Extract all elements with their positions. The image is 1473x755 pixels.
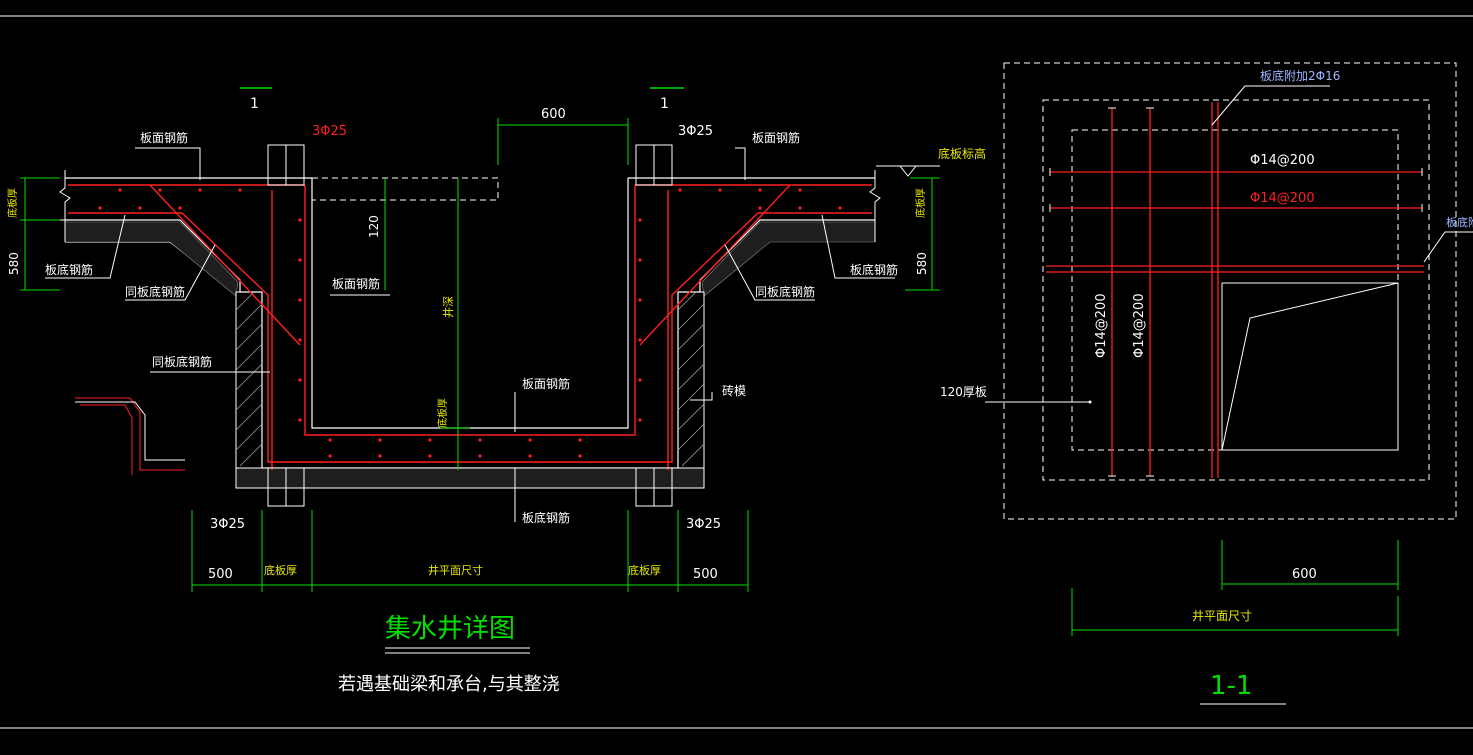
break-line-left (59, 170, 71, 242)
rebar-label-bottom-left: 3Φ25 (210, 517, 245, 532)
dimension-lines (20, 118, 940, 592)
opening-dashed (312, 177, 499, 201)
label-face-rebar-bottom: 板面钢筋 (522, 376, 570, 391)
label-face-rebar-left: 板面钢筋 (140, 130, 188, 145)
label-same-rebar-wall: 同板底钢筋 (152, 354, 212, 369)
elevation-mark (898, 165, 918, 177)
rebar-label-top-left: 3Φ25 (312, 124, 347, 139)
small-rebar-sketch (75, 397, 185, 475)
label-add-rebar: 板底附加2Φ16 (1260, 68, 1340, 83)
dim-500-left: 500 (208, 567, 233, 582)
dim-580-right: 580 (915, 252, 929, 275)
plan-dim-well-size: 井平面尺寸 (1192, 609, 1252, 623)
pit-inner-outline (311, 178, 629, 429)
label-bottom-thk-inner: 底板厚 (436, 398, 449, 428)
rebar-lines (68, 184, 872, 470)
label-same-rebar-right: 同板底钢筋 (755, 284, 815, 299)
label-bottom-rebar-bottom: 板底钢筋 (522, 510, 570, 525)
plan-rebar-v2: Φ14@200 (1132, 293, 1147, 358)
label-face-rebar-right: 板面钢筋 (752, 130, 800, 145)
leaders (20, 147, 940, 522)
label-add-rebar-side: 板底附 (1446, 215, 1473, 229)
brick-form-right (677, 291, 705, 469)
brick-form-left (235, 291, 263, 469)
dim-top-600: 600 (541, 107, 566, 122)
label-bottom-elevation: 底板标高 (938, 146, 986, 161)
plan-title: 1-1 (1210, 671, 1252, 701)
detail-note: 若遇基础梁和承台,与其整浇 (338, 674, 560, 695)
plan-inner-dashed (1071, 129, 1399, 451)
break-line-right (869, 170, 881, 242)
dim-well-plan-size: 井平面尺寸 (428, 563, 483, 577)
plan-section-1-1: 板底附加2Φ16 板底附 Φ14@200 Φ14@200 Φ14@200 Φ14… (940, 62, 1473, 705)
plan-slab-point (1088, 400, 1092, 404)
rebar-label-bottom-right: 3Φ25 (686, 517, 721, 532)
dim-500-right: 500 (693, 567, 718, 582)
label-brick-form: 砖模 (722, 383, 746, 398)
label-bottom-thk-right: 底板厚 (914, 188, 927, 218)
plan-mid-dashed (1042, 99, 1430, 481)
plan-dim-600: 600 (1292, 567, 1317, 582)
plan-rebar-h2: Φ14@200 (1250, 191, 1315, 206)
sump-pit-section-detail: 1 1 (6, 87, 986, 695)
plan-opening-break (1221, 282, 1399, 451)
label-same-rebar-left: 同板底钢筋 (125, 284, 185, 299)
label-face-rebar-mid: 板面钢筋 (332, 276, 380, 291)
plan-opening (1221, 282, 1399, 451)
plan-rebar-v1: Φ14@200 (1094, 293, 1109, 358)
plan-outer-dashed (1003, 62, 1457, 520)
bar-stubs (267, 144, 673, 507)
rebar-label-top-right: 3Φ25 (678, 124, 713, 139)
label-bottom-thk-left: 底板厚 (6, 188, 19, 218)
dim-580-left: 580 (7, 252, 21, 275)
label-well-depth: 井深 (441, 296, 455, 318)
plan-rebars (1046, 102, 1424, 478)
brick-hatch (235, 291, 705, 467)
pit-outer-outline (261, 292, 679, 469)
small-rebar-sketch-outline (75, 401, 185, 461)
label-bottom-rebar-right: 板底钢筋 (850, 262, 898, 277)
section-label-right: 1 (660, 96, 669, 112)
section-label-left: 1 (250, 96, 259, 112)
detail-title: 集水井详图 (385, 614, 515, 644)
plan-dimensions (1071, 540, 1399, 636)
plan-rebar-ticks (1049, 107, 1423, 477)
dim-bottom-thk-right: 底板厚 (628, 563, 661, 577)
dim-120: 120 (367, 215, 381, 238)
label-bottom-rebar-left: 板底钢筋 (45, 262, 93, 277)
plan-leaders (985, 85, 1473, 403)
rebar-dots (98, 188, 842, 458)
dim-bottom-thk-left: 底板厚 (264, 563, 297, 577)
bottom-blinding (235, 467, 705, 489)
label-120-slab: 120厚板 (940, 385, 987, 399)
plan-rebar-h1: Φ14@200 (1250, 153, 1315, 168)
